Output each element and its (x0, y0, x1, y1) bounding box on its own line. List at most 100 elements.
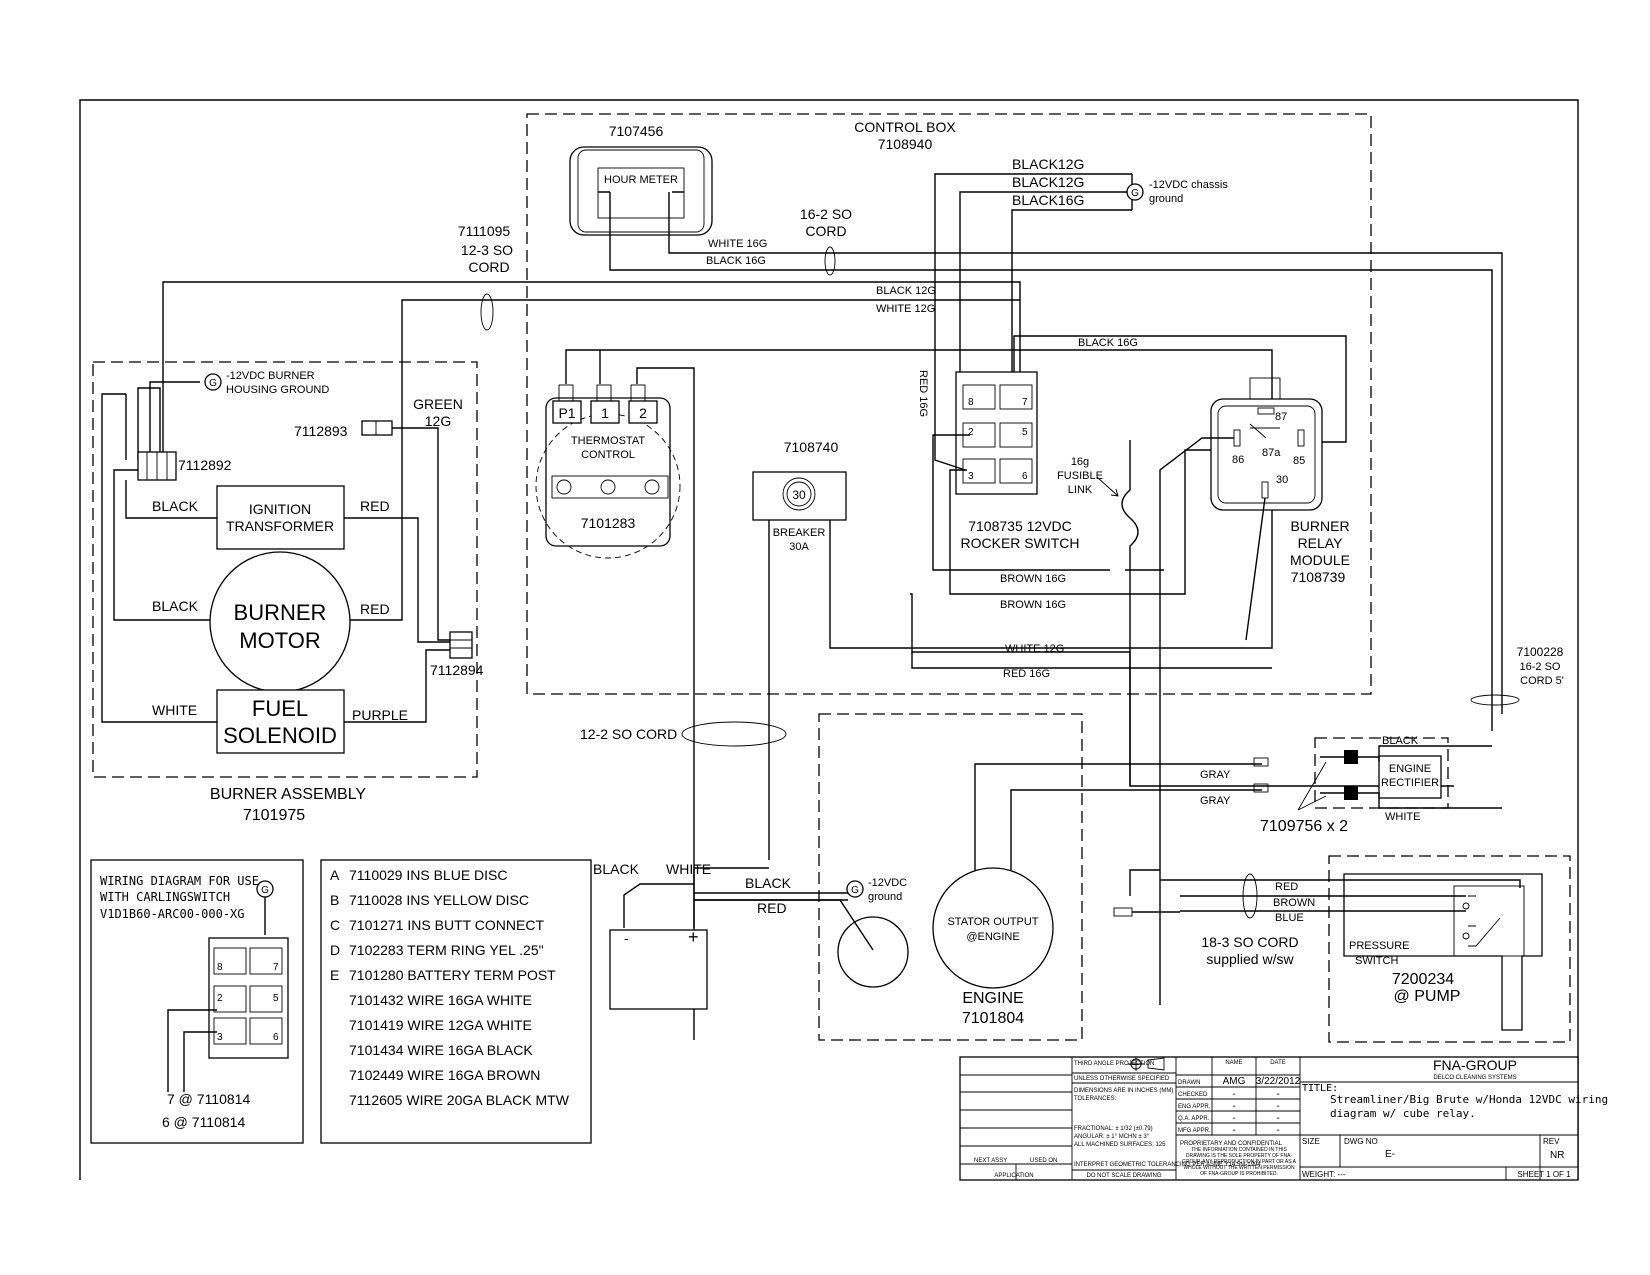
black-12g-wire (162, 281, 1021, 460)
cord-18-3-label-1: 18-3 SO CORD (1201, 934, 1298, 950)
tb-rev-val: NR (1550, 1150, 1564, 1161)
rocker-pin-7: 7 (1022, 397, 1028, 408)
ignition-red-wire (344, 517, 450, 643)
pressure-red-label: RED (1275, 881, 1298, 893)
thermostat-wire-p1 (565, 349, 1273, 410)
black-16g-label: BLACK 16G (1078, 337, 1138, 349)
rectifier-connector-label: 7109756 x 2 (1260, 818, 1348, 835)
tb-next-assy: NEXT ASSY (974, 1158, 1007, 1164)
red-16g-wire (934, 378, 966, 471)
thermostat-part: 7101283 (581, 515, 636, 531)
parts-list-key: D (330, 942, 340, 958)
tb-qa: Q.A. APPR. (1178, 1116, 1210, 1122)
rocker-brown-out (949, 449, 1216, 595)
control-box-title: CONTROL BOX (854, 119, 956, 135)
chassis-ground-icon (1126, 183, 1144, 201)
red-16g-lower-label: RED 16G (1003, 668, 1050, 680)
battery-black-wire (623, 883, 694, 928)
inset-pin-8: 8 (217, 962, 223, 973)
pressure-brown-wire (1129, 869, 1466, 897)
tb-date-hdr: DATE (1270, 1060, 1286, 1066)
chassis-wire-3: BLACK16G (1012, 192, 1084, 208)
chassis-ground-label-1: -12VDC chassis (1149, 179, 1228, 191)
burner-ground-label-2: HOUSING GROUND (226, 384, 329, 396)
tb-size: SIZE (1302, 1137, 1320, 1146)
white-12g-label: WHITE 12G (876, 303, 935, 315)
thermostat-body (545, 397, 671, 547)
connector-7112892-label: 7112892 (178, 457, 232, 473)
battery-ground-icon (846, 880, 864, 898)
parts-list-item: 7101434 WIRE 16GA BLACK (349, 1042, 533, 1058)
fuse-label-3: LINK (1068, 484, 1093, 496)
pressure-switch-label-1: PRESSURE (1349, 940, 1410, 952)
tb-title-2: diagram w/ cube relay. (1330, 1107, 1476, 1120)
tb-application: APPLICATION (994, 1173, 1033, 1179)
relay-pin-87a: 87a (1262, 447, 1281, 459)
cord-12-3-part: 7111095 (458, 223, 511, 239)
tb-dims: DIMENSIONS ARE IN INCHES (MM) (1074, 1088, 1173, 1094)
parts-list-key: E (330, 967, 339, 983)
tb-dash-6: - (1276, 1113, 1279, 1124)
tb-dwg-val: E- (1385, 1149, 1395, 1160)
rectifier-label-2: RECTIFIER (1381, 777, 1439, 789)
tb-drawn: DRAWN (1178, 1080, 1200, 1086)
cord-12-2-marker (681, 721, 787, 747)
connector-7112893 (361, 420, 393, 436)
title-block: FNA-GROUP DELCO CLEANING SYSTEMS TITLE: … (959, 1056, 1608, 1181)
battery-red-label: RED (757, 900, 787, 916)
cord-18-3-marker (1242, 873, 1258, 919)
chassis-wire-2: BLACK12G (1012, 174, 1084, 190)
rectifier-plug-1 (1344, 750, 1358, 764)
tb-used-on: USED ON (1030, 1158, 1057, 1164)
motor-black-label: BLACK (152, 598, 199, 614)
tb-mfg: MFG APPR. (1178, 1128, 1211, 1134)
rectifier-black-wire (1378, 745, 1492, 762)
battery-ground-label-2: ground (868, 891, 902, 903)
battery-black-label: BLACK (593, 861, 640, 877)
tb-third-angle: THIRD ANGLE PROJECTION (1074, 1061, 1154, 1067)
svg-text:G: G (1131, 188, 1139, 199)
tb-checked: CHECKED (1178, 1092, 1208, 1098)
parts-list-item: 7102449 WIRE 16GA BROWN (349, 1067, 540, 1083)
pressure-brown-label: BROWN (1273, 897, 1315, 909)
red-to-starter (694, 899, 874, 951)
rocker-switch-label-2: ROCKER SWITCH (961, 535, 1080, 551)
tb-tol: TOLERANCES: (1074, 1096, 1117, 1102)
brown-16g-label-2: BROWN 16G (1000, 599, 1066, 611)
tb-drawn-by: AMG (1223, 1076, 1246, 1087)
breaker-body (752, 471, 847, 521)
tb-eng: ENG APPR. (1178, 1104, 1211, 1110)
fuse-arrow (1096, 476, 1119, 497)
svg-text:G: G (261, 885, 269, 896)
relay-pin-87: 87 (1275, 411, 1287, 423)
tb-name-hdr: NAME (1225, 1060, 1242, 1066)
inset-line-1: WIRING DIAGRAM FOR USE (100, 874, 259, 888)
inset-pin-5: 5 (273, 993, 279, 1004)
relay-30-wire (1245, 497, 1266, 641)
fusible-link (1121, 440, 1139, 786)
stator-label-1: STATOR OUTPUT (947, 916, 1038, 928)
rocker-pin-5: 5 (1022, 427, 1028, 438)
breaker-wire-out (829, 498, 1273, 649)
white-12g-wire (401, 299, 1020, 410)
fuel-label-2: SOLENOID (223, 723, 337, 748)
parts-list-box (320, 859, 592, 1144)
rectifier-label-1: ENGINE (1389, 763, 1431, 775)
inset-pin-7: 7 (273, 962, 279, 973)
rocker-pin-2: 2 (968, 427, 974, 438)
burner-ground-icon (204, 373, 222, 391)
tb-title-label: TITLE: (1302, 1083, 1338, 1094)
rectifier-outline (1314, 737, 1449, 809)
ignition-black-wire (125, 480, 217, 519)
tb-interpret: INTERPRET GEOMETRIC TOLERANCING PER ASME… (1074, 1162, 1261, 1168)
breaker-part: 7108740 (784, 439, 839, 455)
ignition-label-1: IGNITION (249, 501, 311, 517)
pressure-switch-part: 7200234 (1392, 971, 1454, 988)
relay-pin-30: 30 (1276, 474, 1288, 486)
inset-pin-6: 6 (273, 1032, 279, 1043)
relay-86-wire (1159, 437, 1234, 1005)
fuel-white-label: WHITE (152, 702, 197, 718)
inset-switch (208, 937, 289, 1059)
cord-16-2-marker (824, 246, 836, 276)
